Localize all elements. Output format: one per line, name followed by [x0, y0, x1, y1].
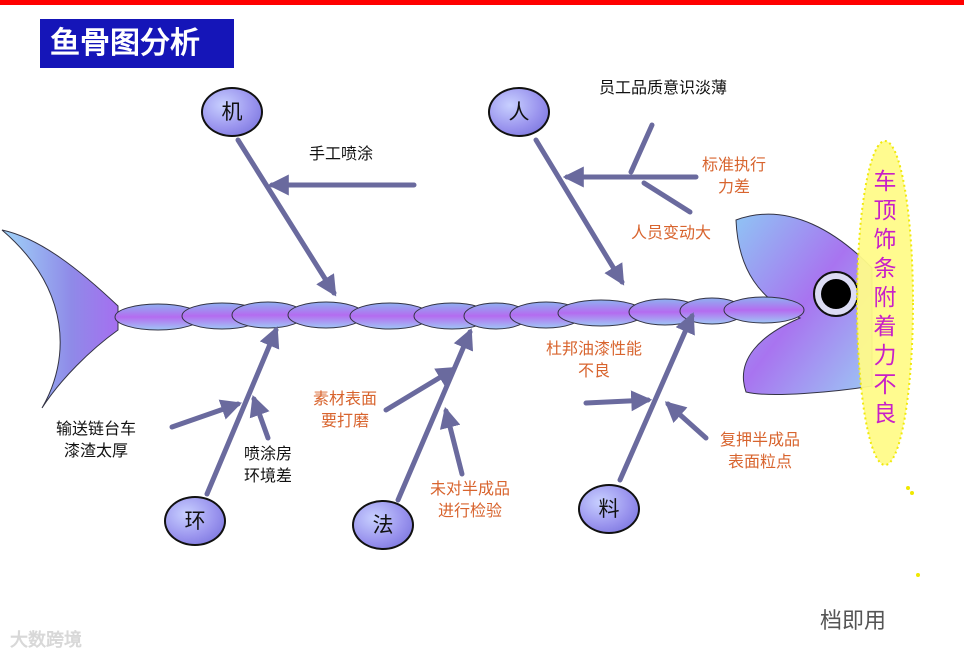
- sub-conveyor: [169, 399, 242, 430]
- bone-man: [533, 137, 625, 286]
- cause-inspection: 未对半成品 进行检验: [430, 479, 511, 520]
- node-environment: 环: [164, 496, 226, 546]
- sub-sanding: [383, 366, 458, 413]
- effect-label: 车顶饰条附着力不良: [873, 169, 897, 427]
- cause-staff-change: 人员变动大: [631, 223, 712, 242]
- watermark-right: 档即用: [820, 609, 887, 634]
- cause-surface-particles: 复押半成品 表面粒点: [720, 430, 801, 471]
- page-title: 鱼骨图分析: [40, 19, 234, 68]
- watermark-left: 大数跨境: [10, 630, 82, 651]
- node-material: 料: [578, 484, 640, 534]
- top-red-bar: [0, 0, 964, 5]
- cause-conveyor: 输送链台车 漆渣太厚: [56, 419, 137, 460]
- sub-particles: [664, 401, 709, 441]
- node-method: 法: [352, 500, 414, 550]
- bone-method: [395, 328, 474, 503]
- sub-booth: [249, 395, 271, 441]
- cause-sanding: 素材表面 要打磨: [313, 389, 378, 430]
- node-machine: 机: [201, 87, 263, 137]
- cause-staff-quality: 员工品质意识淡薄: [599, 78, 728, 97]
- node-man: 人: [488, 87, 550, 137]
- effect-glow: [856, 140, 914, 466]
- cause-hand-spray: 手工喷涂: [309, 144, 374, 163]
- cause-standard-exec: 标准执行 力差: [702, 155, 767, 196]
- sub-inspection: [439, 406, 465, 477]
- bone-machine: [235, 137, 337, 297]
- sub-particles-left: [583, 390, 653, 412]
- cause-paint-performance: 杜邦油漆性能 不良: [546, 339, 643, 380]
- fish-tail: [1, 229, 119, 409]
- fish-spine: [114, 296, 805, 331]
- cause-booth-env: 喷涂房 环境差: [244, 444, 293, 485]
- bone-material: [617, 312, 695, 483]
